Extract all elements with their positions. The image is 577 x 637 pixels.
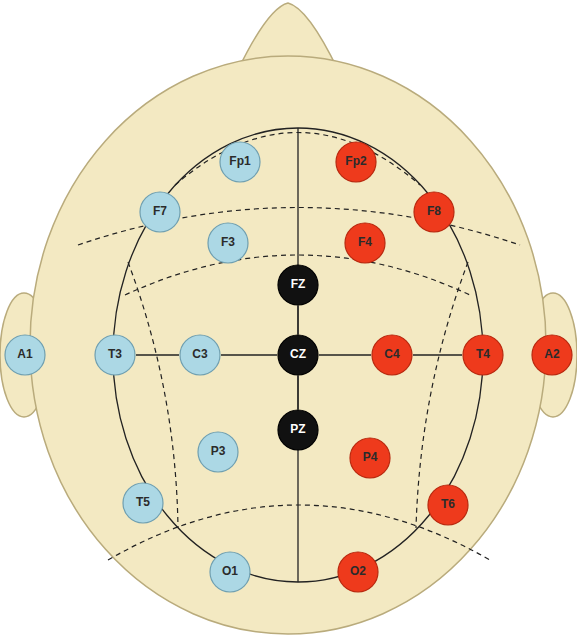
electrode-connector bbox=[136, 354, 179, 355]
electrode-disc bbox=[532, 335, 572, 375]
electrode: F7 bbox=[139, 191, 181, 233]
electrode: O1 bbox=[209, 551, 251, 593]
electrode-label: F4 bbox=[358, 236, 372, 249]
electrode: A1 bbox=[4, 334, 46, 376]
electrode: FZ bbox=[277, 264, 319, 306]
electrode-connector bbox=[297, 376, 298, 409]
electrode-disc bbox=[350, 438, 390, 478]
electrode-connector bbox=[221, 354, 277, 355]
electrode: F8 bbox=[413, 191, 455, 233]
electrode-label: FZ bbox=[291, 278, 306, 291]
electrode-label: F8 bbox=[427, 205, 441, 218]
electrode: P4 bbox=[349, 437, 391, 479]
electrode: C4 bbox=[371, 334, 413, 376]
electrode-label: F7 bbox=[153, 205, 167, 218]
region-boundary bbox=[175, 133, 420, 186]
electrode: T4 bbox=[462, 334, 504, 376]
electrode: T6 bbox=[427, 484, 469, 526]
electrode-disc bbox=[220, 142, 260, 182]
electrode-disc bbox=[336, 142, 376, 182]
electrode-connector bbox=[319, 354, 371, 355]
electrode: T5 bbox=[122, 482, 164, 524]
electrode-label: A2 bbox=[544, 348, 559, 361]
electrode-connector bbox=[297, 306, 298, 334]
electrode-label: T6 bbox=[441, 498, 455, 511]
electrode-label: T3 bbox=[108, 348, 122, 361]
region-boundary bbox=[416, 262, 468, 528]
electrode-ring bbox=[113, 128, 483, 582]
electrode-label: Fp2 bbox=[345, 155, 366, 168]
electrode-disc bbox=[198, 432, 238, 472]
electrode-disc bbox=[278, 410, 318, 450]
head-outline bbox=[30, 56, 546, 634]
electrode-disc bbox=[414, 192, 454, 232]
electrode-disc bbox=[428, 485, 468, 525]
electrode-label: CZ bbox=[290, 348, 306, 361]
electrode-disc bbox=[208, 223, 248, 263]
electrode: F3 bbox=[207, 222, 249, 264]
electrode-label: C3 bbox=[192, 348, 207, 361]
electrode-disc bbox=[5, 335, 45, 375]
electrode-label: P3 bbox=[211, 445, 226, 458]
electrode-disc bbox=[140, 192, 180, 232]
electrode: P3 bbox=[197, 431, 239, 473]
electrode-disc bbox=[95, 335, 135, 375]
electrode-disc bbox=[278, 335, 318, 375]
electrode-label: Fp1 bbox=[229, 155, 250, 168]
electrode-label: O1 bbox=[222, 565, 238, 578]
electrode-connector bbox=[413, 354, 462, 355]
electrode-label: A1 bbox=[17, 348, 32, 361]
electrode: PZ bbox=[277, 409, 319, 451]
electrode-disc bbox=[278, 265, 318, 305]
electrode: C3 bbox=[179, 334, 221, 376]
electrode: T3 bbox=[94, 334, 136, 376]
electrode-disc bbox=[338, 552, 378, 592]
electrode-disc bbox=[463, 335, 503, 375]
electrode: A2 bbox=[531, 334, 573, 376]
electrode: O2 bbox=[337, 551, 379, 593]
electrode: F4 bbox=[344, 222, 386, 264]
electrode-label: O2 bbox=[350, 565, 366, 578]
electrode-label: C4 bbox=[384, 348, 399, 361]
electrode: Fp2 bbox=[335, 141, 377, 183]
electrode-disc bbox=[180, 335, 220, 375]
electrode: CZ bbox=[277, 334, 319, 376]
electrode-disc bbox=[210, 552, 250, 592]
electrode: Fp1 bbox=[219, 141, 261, 183]
electrode-label: PZ bbox=[290, 423, 305, 436]
electrode-disc bbox=[372, 335, 412, 375]
electrode-label: P4 bbox=[363, 451, 378, 464]
electrode-disc bbox=[123, 483, 163, 523]
electrode-disc bbox=[345, 223, 385, 263]
electrode-label: T4 bbox=[476, 348, 490, 361]
electrode-label: T5 bbox=[136, 496, 150, 509]
electrode-label: F3 bbox=[221, 236, 235, 249]
